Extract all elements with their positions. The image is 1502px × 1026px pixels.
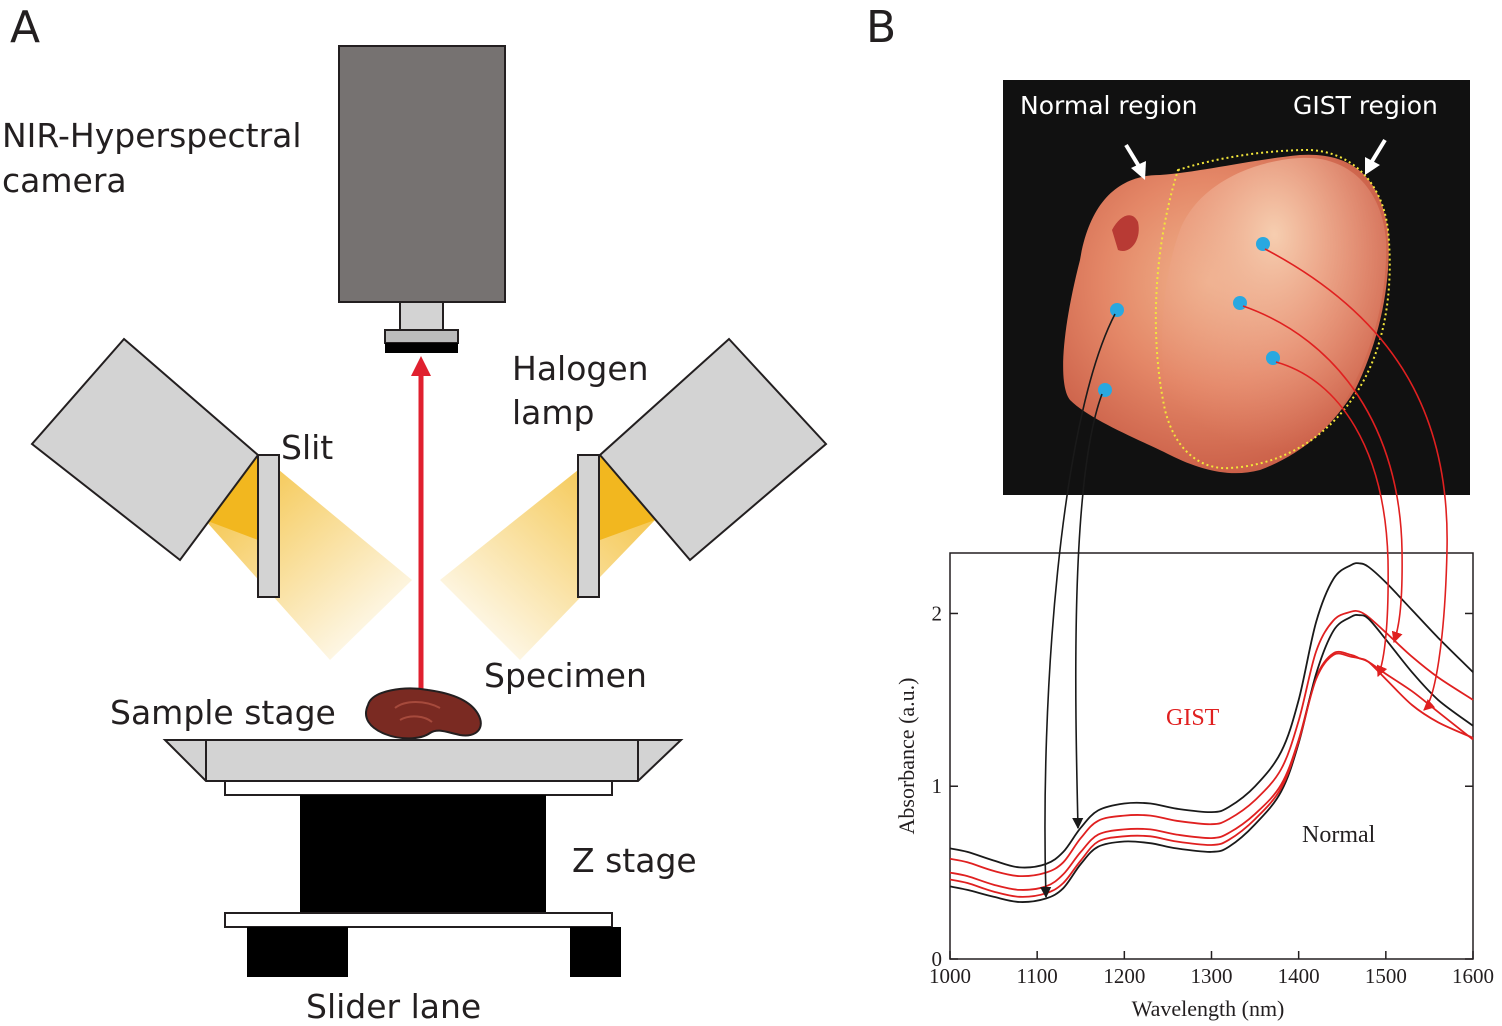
specimen-photo: Normal region GIST region [1003,80,1470,495]
left-lamp-glow [205,455,258,540]
spectrum-line-4 [949,614,1474,903]
z-stage [300,795,546,913]
camera-label-line1: NIR-Hyperspectral [2,116,302,155]
right-slit [577,454,600,598]
gist-connector [1264,248,1448,711]
slit-label: Slit [281,428,333,467]
normal-pointer-head-icon [1131,161,1146,180]
gist-tissue [1162,157,1387,466]
sample-stage-label: Sample stage [110,693,336,732]
y-axis-label: Absorbance (a.u.) [894,678,919,835]
x-tick-label: 1600 [1452,964,1494,988]
panel-a: A NIR-Hyperspectral camera Slit Halogen … [2,2,828,1026]
x-tick-label: 1100 [1017,964,1058,988]
sample-stage [162,739,684,796]
axis-ticks: 1000 1100 1200 1300 1400 1500 1600 0 1 2 [929,601,1494,988]
camera-lens [384,329,459,344]
camera-body [338,45,506,303]
gist-connector [1242,305,1403,644]
y-tick-label: 2 [932,601,943,625]
specimen-label: Specimen [484,656,647,695]
spectra-lines [949,562,1474,903]
beam-arrow-head [411,356,431,376]
hyperspectral-camera [338,45,506,353]
x-axis-label: Wavelength (nm) [1132,996,1285,1021]
normal-annotation: Normal [1302,822,1376,848]
hemorrhage-spot [1112,215,1139,251]
slider-lane-label: Slider lane [306,987,481,1026]
absorbance-chart: 1000 1100 1200 1300 1400 1500 1600 0 1 2 Waveleng… [894,552,1494,1021]
normal-connector [1040,313,1116,899]
spectrum-line-5 [949,652,1474,898]
panel-b-letter: B [866,2,896,53]
normal-marker [1098,383,1112,397]
gist-marker [1256,237,1270,251]
gist-marker [1233,296,1247,310]
left-slit [257,454,280,598]
specimen [365,687,482,740]
normal-marker [1110,303,1124,317]
camera-lens-mount [399,301,444,331]
normal-connector [1072,393,1103,830]
panel-b: B Normal region GIST region 1000 1100 1200… [866,2,1494,1021]
panel-a-letter: A [10,2,40,53]
normal-pointer-icon [1124,143,1142,170]
right-halogen-lamp [598,337,828,562]
y-tick-label: 0 [932,947,943,971]
x-tick-label: 1200 [1103,964,1145,988]
camera-label-line2: camera [2,161,127,200]
gist-connector [1275,361,1389,678]
x-tick-label: 1000 [929,964,971,988]
x-tick-label: 1400 [1278,964,1320,988]
x-tick-label: 1500 [1365,964,1407,988]
x-tick-label: 1300 [1191,964,1233,988]
gist-pointer-icon [1369,138,1387,165]
halogen-lamp-label-line1: Halogen [512,349,649,388]
slider-lane [224,912,621,977]
gist-annotation: GIST [1166,705,1220,731]
z-stage-label: Z stage [572,841,697,880]
camera-lens-front [385,343,458,353]
right-lamp-glow [600,455,655,540]
halogen-lamp-label-line2: lamp [512,393,594,432]
spot-to-spectrum-connectors [1040,248,1448,899]
y-tick-label: 1 [932,774,943,798]
gist-region-label: GIST region [1293,91,1438,120]
normal-region-label: Normal region [1020,91,1197,120]
left-halogen-lamp [30,337,260,562]
plot-frame [949,552,1474,960]
gist-pointer-head-icon [1365,157,1380,175]
